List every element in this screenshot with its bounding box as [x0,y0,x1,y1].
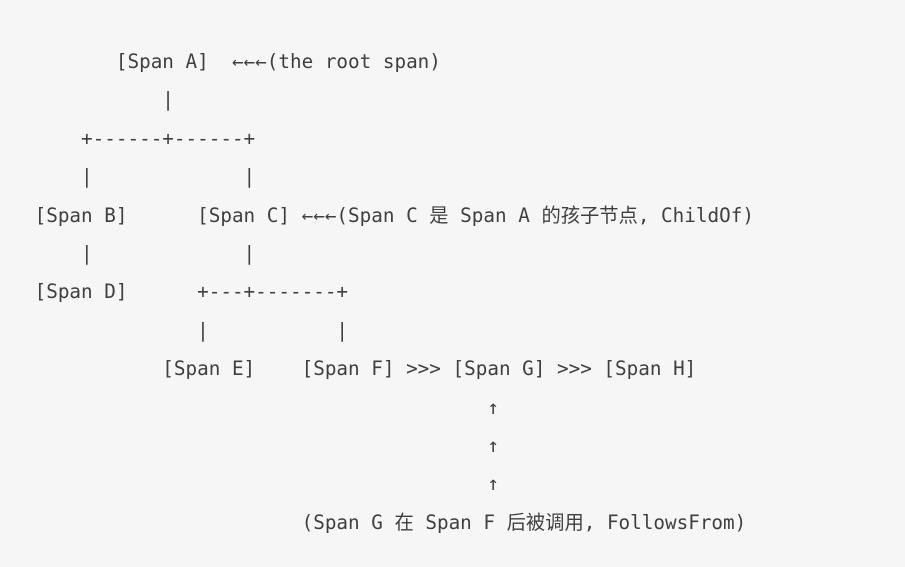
diagram-line-up-arrow-1: ↑ [23,395,499,419]
diagram-line-up-arrow-2: ↑ [23,433,499,457]
diagram-line-connector-5: | | [23,318,349,342]
diagram-line-up-arrow-3: ↑ [23,472,499,496]
ascii-span-tree-diagram: [Span A] ←←←(the root span) | +------+--… [23,43,754,542]
diagram-line-connector-2: +------+------+ [23,126,256,150]
diagram-line-followsfrom-note: (Span G 在 Span F 后被调用, FollowsFrom) [23,510,747,534]
diagram-line-span-d: [Span D] +---+-------+ [23,280,349,304]
diagram-line-connector-4: | | [23,241,256,265]
diagram-line-span-e-f-g-h: [Span E] [Span F] >>> [Span G] >>> [Span… [23,357,697,381]
diagram-line-connector-3: | | [23,165,256,189]
diagram-line-span-b-c: [Span B] [Span C] ←←←(Span C 是 Span A 的孩… [23,203,754,227]
diagram-line-connector-1: | [23,88,174,112]
diagram-line-span-a: [Span A] ←←←(the root span) [23,50,441,73]
